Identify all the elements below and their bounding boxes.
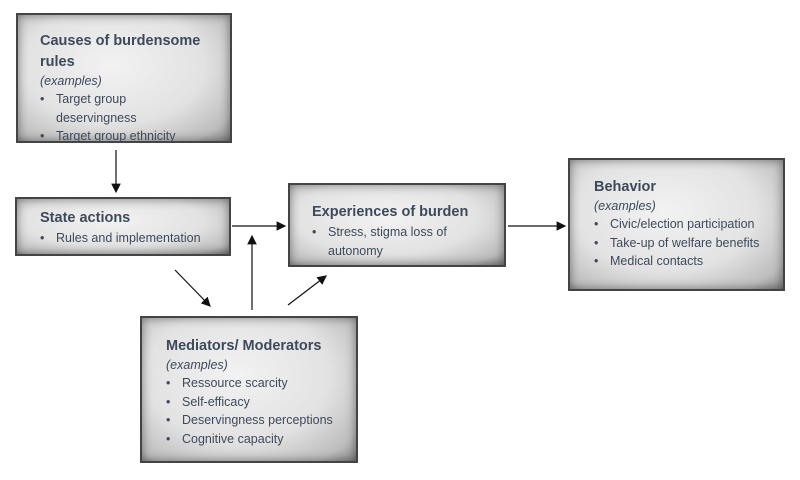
list-item: Medical contacts (594, 252, 783, 271)
box-note: (examples) (594, 199, 656, 213)
list-item: Cognitive capacity (166, 430, 356, 449)
arrow-state-to-mediators (174, 269, 211, 307)
box-title: Mediators/ Moderators (166, 338, 322, 354)
box-title: Behavior (594, 179, 657, 195)
list-item: Stress, stigma loss of autonomy (312, 223, 474, 260)
list-item: Target group deservingness (40, 90, 210, 127)
experiences-box: Experiences of burden Stress, stigma los… (288, 183, 506, 267)
list-item: Deservingness perceptions (166, 411, 356, 430)
box-title: State actions (40, 210, 131, 226)
box-note: (examples) (166, 358, 228, 372)
behavior-box: Behavior (examples) Civic/election parti… (568, 158, 785, 291)
list-item: Rules and implementation (40, 229, 229, 248)
list-item: Take-up of welfare benefits (594, 234, 783, 253)
box-title: Causes of burdensome rules (40, 33, 201, 70)
box-title: Experiences of burden (312, 204, 469, 220)
list-item: Civic/election participation (594, 215, 783, 234)
list-item: Ressource scarcity (166, 374, 356, 393)
causes-box: Causes of burdensome rules (examples) Ta… (16, 13, 232, 146)
list-item: Self-efficacy (166, 393, 356, 412)
mediators-box: Mediators/ Moderators (examples) Ressour… (140, 316, 358, 463)
arrow-mediators-to-experiences (287, 275, 327, 306)
state-actions-box: State actions Rules and implementation (15, 197, 231, 256)
list-item: Target group ethnicity (40, 127, 210, 146)
box-note: (examples) (40, 74, 102, 88)
